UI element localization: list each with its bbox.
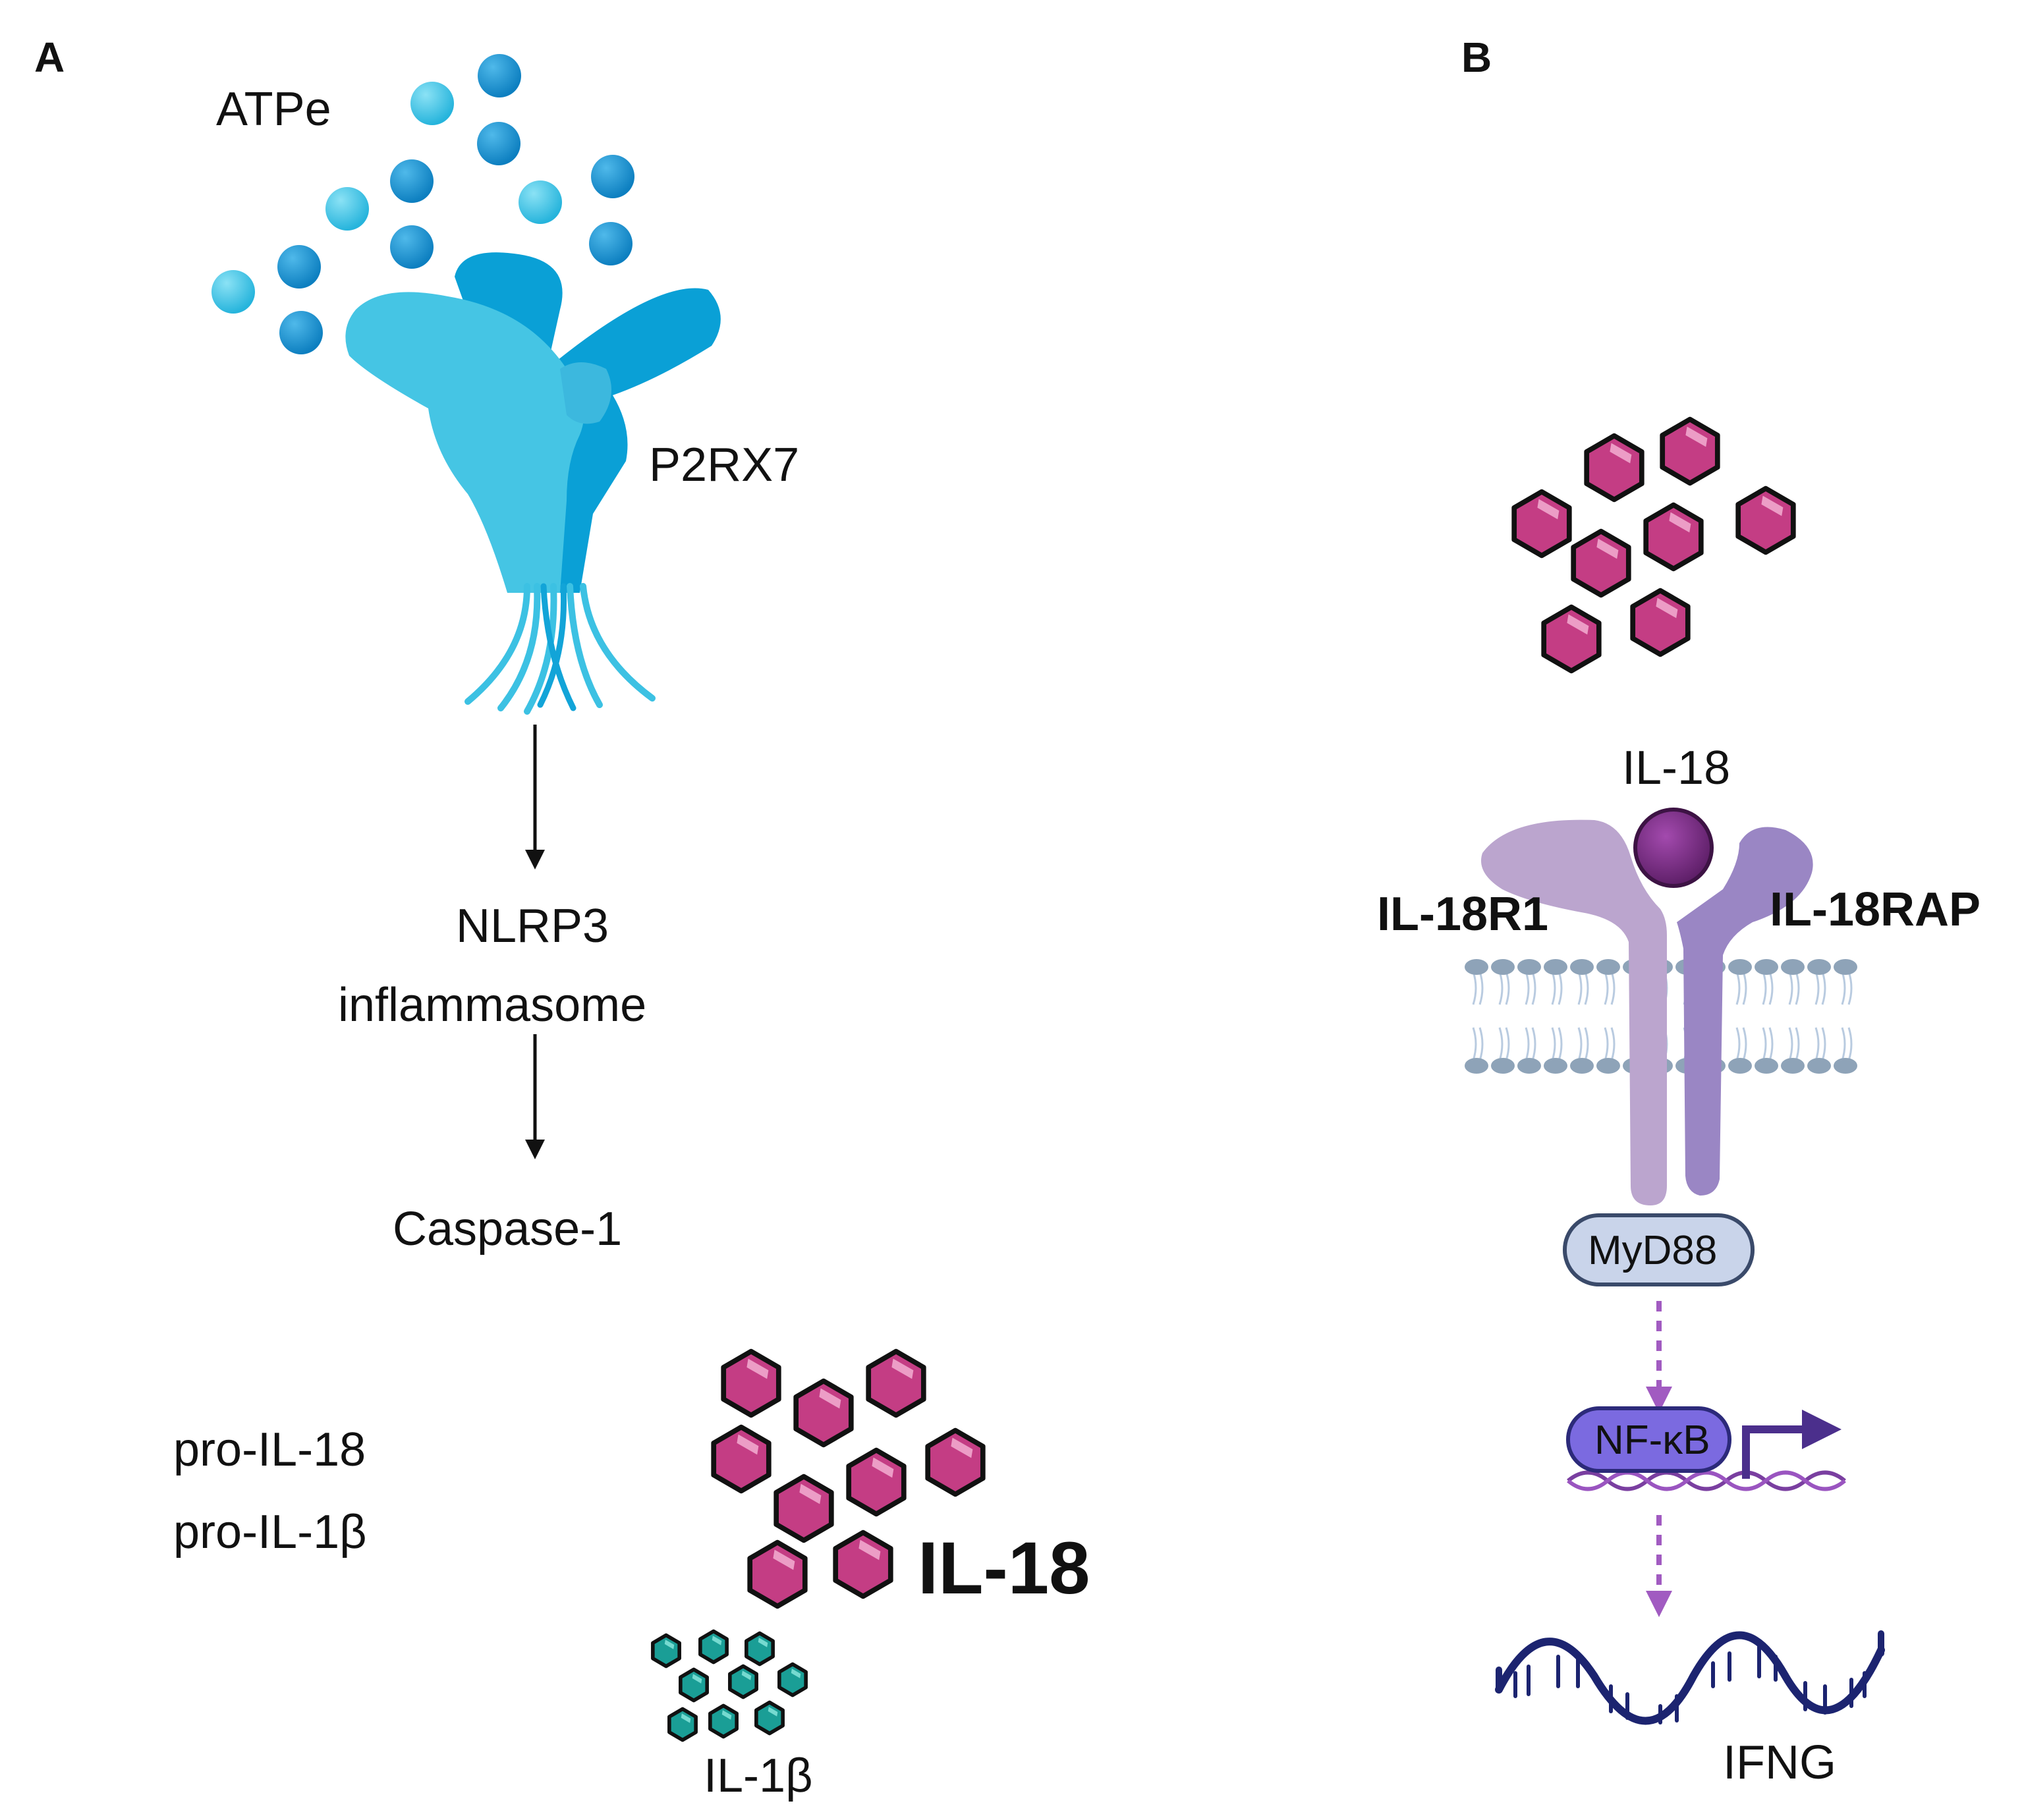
il1b-molecule xyxy=(710,1705,737,1736)
il18-ligand-ball xyxy=(1633,808,1714,888)
il18-molecule xyxy=(868,1352,924,1416)
panel-b-label: B xyxy=(1461,34,1492,81)
il18-molecule xyxy=(796,1381,851,1445)
il18r1-receptor xyxy=(1481,819,1667,1205)
il18-molecule xyxy=(1646,505,1701,569)
il18-molecule xyxy=(723,1352,779,1416)
il18-ligand-label: IL-18 xyxy=(1622,742,1731,794)
il18-molecule xyxy=(714,1427,769,1491)
il1b-cluster xyxy=(653,1631,806,1740)
il18-cluster-b xyxy=(1514,420,1793,671)
atp-molecule xyxy=(325,187,369,231)
myd88-shape xyxy=(1563,1213,1755,1286)
il1b-molecule xyxy=(779,1664,806,1695)
il1b-molecule xyxy=(681,1669,707,1700)
atp-molecule xyxy=(589,222,632,265)
il18-molecule xyxy=(1514,492,1569,556)
nfkb-shape xyxy=(1566,1406,1731,1473)
pro-il18-label: pro-IL-18 xyxy=(173,1423,366,1476)
caspase-label: Caspase-1 xyxy=(393,1203,623,1255)
transcription-start-arrow xyxy=(1742,1410,1841,1479)
atp-molecule xyxy=(519,180,562,224)
atp-molecule xyxy=(211,270,255,314)
il18-molecule xyxy=(1662,420,1718,483)
il18-molecule xyxy=(928,1431,983,1495)
il18-molecule xyxy=(1587,436,1642,500)
ifng-label: IFNG xyxy=(1723,1736,1836,1789)
p2rx7-receptor xyxy=(345,252,721,715)
il18-molecule xyxy=(750,1543,805,1607)
atp-molecule xyxy=(410,82,454,125)
atp-molecule xyxy=(277,245,321,289)
il18-molecule xyxy=(1573,532,1629,595)
il1b-label: IL-1β xyxy=(704,1750,813,1802)
nlrp3-label: NLRP3 xyxy=(456,900,609,952)
il18rap-label: IL-18RAP xyxy=(1770,883,1981,936)
il1b-molecule xyxy=(653,1635,679,1666)
il18-label-a: IL-18 xyxy=(918,1527,1090,1609)
atpe-label: ATPe xyxy=(216,83,331,136)
nfkb-label: NF-κB xyxy=(1594,1418,1710,1463)
nfkb-dna xyxy=(1567,1470,1846,1491)
atp-molecule xyxy=(390,225,434,269)
il1b-molecule xyxy=(700,1631,727,1662)
il18-molecule xyxy=(776,1477,831,1541)
il1b-molecule xyxy=(756,1702,783,1733)
myd88-label: MyD88 xyxy=(1588,1228,1718,1273)
inflammasome-label: inflammasome xyxy=(338,979,647,1032)
p2rx7-label: P2RX7 xyxy=(649,439,800,491)
ifng-dna xyxy=(1495,1630,1885,1725)
atp-molecule xyxy=(279,311,323,354)
atp-molecule xyxy=(478,54,521,97)
il18-molecule xyxy=(835,1533,891,1597)
il18-molecule xyxy=(1738,489,1793,553)
il18rap-receptor xyxy=(1677,827,1813,1196)
il1b-molecule xyxy=(669,1709,696,1740)
il1b-molecule xyxy=(746,1633,773,1664)
il18-molecule xyxy=(849,1450,904,1514)
il18r1-label: IL-18R1 xyxy=(1377,888,1549,941)
il18-molecule xyxy=(1633,591,1688,655)
panel-a-label: A xyxy=(34,34,65,81)
atp-molecule xyxy=(591,155,634,198)
il1b-molecule xyxy=(730,1666,756,1697)
atp-molecule xyxy=(477,122,520,165)
atp-molecule xyxy=(390,159,434,203)
pro-il1b-label: pro-IL-1β xyxy=(173,1506,367,1558)
il18-molecule xyxy=(1544,607,1599,671)
atp-molecules xyxy=(211,54,634,354)
